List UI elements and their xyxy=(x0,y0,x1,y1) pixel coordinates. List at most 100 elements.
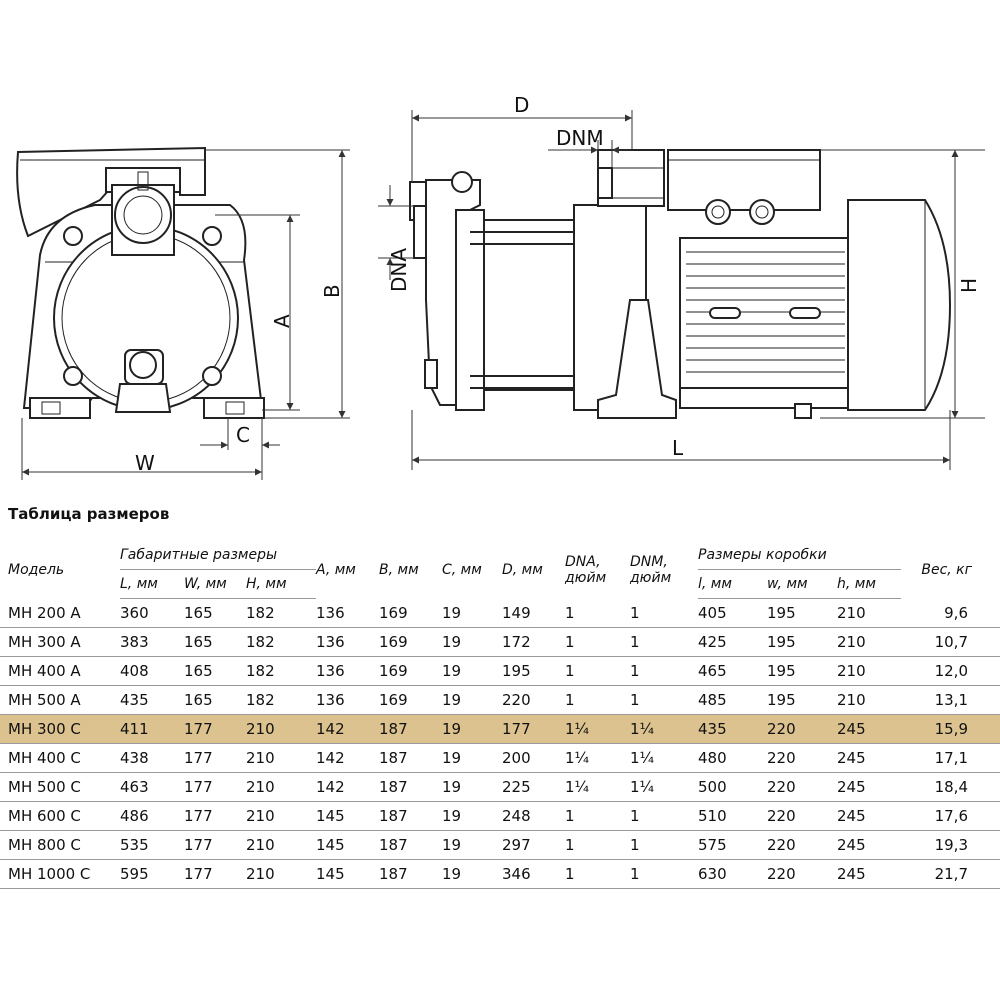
cell-h: 245 xyxy=(837,743,901,773)
pump-front-view xyxy=(16,146,265,419)
cell-h: 182 xyxy=(246,627,316,657)
cell-w: 220 xyxy=(767,772,837,802)
cell-dnm: 1¼ xyxy=(630,772,698,802)
dim-label-l: L xyxy=(672,436,684,460)
header-b: B, мм xyxy=(379,561,419,578)
cell-d: 220 xyxy=(502,685,565,715)
cell-h: 210 xyxy=(246,743,316,773)
cell-dnm: 1¼ xyxy=(630,743,698,773)
header-w-mm: W, мм xyxy=(184,569,246,599)
cell-h: 182 xyxy=(246,598,316,628)
cell-l: 465 xyxy=(698,656,767,686)
cell-dna: 1 xyxy=(565,656,630,686)
cell-w: 195 xyxy=(767,627,837,657)
cell-model: MH 400 A xyxy=(0,656,120,686)
dim-label-a: A xyxy=(270,314,294,328)
cell-model: MH 300 A xyxy=(0,627,120,657)
cell-a: 136 xyxy=(316,656,379,686)
table-title: Таблица размеров xyxy=(8,505,170,523)
cell-weight: 15,9 xyxy=(901,714,1000,744)
cell-c: 19 xyxy=(442,743,502,773)
cell-l: 510 xyxy=(698,801,767,831)
cell-l: 425 xyxy=(698,627,767,657)
header-box-l: l, мм xyxy=(698,569,767,599)
dim-label-dnm: DNM xyxy=(556,126,604,150)
header-a: A, мм xyxy=(316,561,356,578)
cell-d: 248 xyxy=(502,801,565,831)
cell-b: 169 xyxy=(379,598,442,628)
cell-l: 630 xyxy=(698,859,767,889)
cell-b: 169 xyxy=(379,685,442,715)
cell-c: 19 xyxy=(442,656,502,686)
dim-label-h: H xyxy=(957,278,981,293)
cell-b: 187 xyxy=(379,714,442,744)
cell-l: 500 xyxy=(698,772,767,802)
cell-l: 435 xyxy=(698,714,767,744)
cell-l: 480 xyxy=(698,743,767,773)
cell-d: 177 xyxy=(502,714,565,744)
cell-w: 177 xyxy=(184,830,246,860)
cell-d: 195 xyxy=(502,656,565,686)
cell-b: 169 xyxy=(379,656,442,686)
header-dnm: DNM,дюйм xyxy=(630,553,672,586)
cell-model: MH 600 C xyxy=(0,801,120,831)
cell-a: 145 xyxy=(316,801,379,831)
header-c: C, мм xyxy=(442,561,482,578)
cell-a: 142 xyxy=(316,743,379,773)
cell-c: 19 xyxy=(442,598,502,628)
cell-dnm: 1 xyxy=(630,627,698,657)
cell-model: MH 800 C xyxy=(0,830,120,860)
cell-l: 383 xyxy=(120,627,184,657)
cell-b: 187 xyxy=(379,830,442,860)
cell-h: 210 xyxy=(246,830,316,860)
cell-h: 245 xyxy=(837,772,901,802)
cell-model: MH 300 C xyxy=(0,714,120,744)
header-gabarit-group: Габаритные размеры xyxy=(120,541,316,570)
cell-w: 220 xyxy=(767,743,837,773)
cell-c: 19 xyxy=(442,714,502,744)
cell-w: 177 xyxy=(184,801,246,831)
cell-h: 245 xyxy=(837,830,901,860)
size-table: Модель Габаритные размеры A, мм B, мм C,… xyxy=(0,541,1000,889)
cell-w: 165 xyxy=(184,627,246,657)
cell-dna: 1 xyxy=(565,627,630,657)
cell-dnm: 1 xyxy=(630,830,698,860)
cell-l: 535 xyxy=(120,830,184,860)
cell-h: 182 xyxy=(246,656,316,686)
cell-dnm: 1 xyxy=(630,685,698,715)
header-box-group: Размеры коробки xyxy=(698,541,901,570)
header-d: D, мм xyxy=(502,561,543,578)
cell-a: 142 xyxy=(316,772,379,802)
cell-dna: 1 xyxy=(565,598,630,628)
cell-weight: 17,1 xyxy=(901,743,1000,773)
cell-l: 360 xyxy=(120,598,184,628)
dim-label-b: B xyxy=(320,284,344,298)
cell-b: 169 xyxy=(379,627,442,657)
cell-dna: 1 xyxy=(565,830,630,860)
cell-dnm: 1 xyxy=(630,598,698,628)
cell-weight: 13,1 xyxy=(901,685,1000,715)
cell-w: 220 xyxy=(767,830,837,860)
cell-l: 411 xyxy=(120,714,184,744)
cell-c: 19 xyxy=(442,685,502,715)
cell-d: 149 xyxy=(502,598,565,628)
header-dna: DNA,дюйм xyxy=(565,553,607,586)
cell-a: 136 xyxy=(316,598,379,628)
cell-model: MH 1000 C xyxy=(0,859,120,889)
cell-w: 165 xyxy=(184,656,246,686)
header-weight: Вес, кг xyxy=(921,561,972,578)
cell-dna: 1¼ xyxy=(565,714,630,744)
cell-l: 486 xyxy=(120,801,184,831)
cell-w: 220 xyxy=(767,859,837,889)
cell-a: 136 xyxy=(316,627,379,657)
cell-h: 210 xyxy=(246,772,316,802)
header-model: Модель xyxy=(8,561,65,578)
cell-c: 19 xyxy=(442,830,502,860)
cell-model: MH 200 A xyxy=(0,598,120,628)
cell-h: 245 xyxy=(837,859,901,889)
